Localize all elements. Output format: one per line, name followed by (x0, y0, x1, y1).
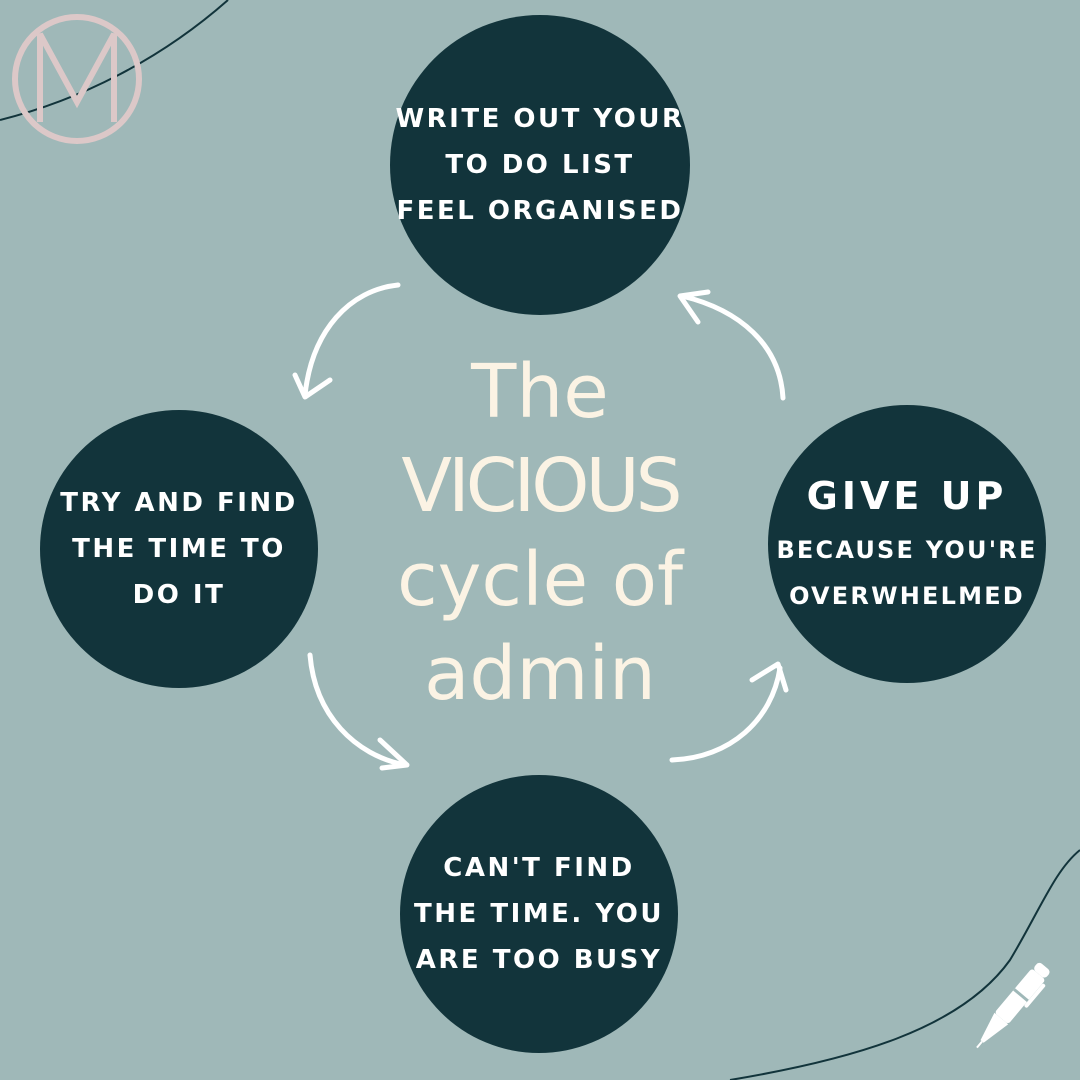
step-try-find-time: TRY AND FIND THE TIME TO DO IT (40, 410, 318, 688)
monogram-m-logo (12, 14, 142, 144)
step-text-line: ARE TOO BUSY (415, 945, 663, 975)
curved-arrow-icon (292, 282, 401, 400)
step-text-line: OVERWHELMED (789, 582, 1025, 610)
step-text-line: TO DO LIST (445, 150, 635, 180)
step-text-line: CAN'T FIND (443, 853, 635, 883)
step-text-line: WRITE OUT YOUR (395, 104, 685, 134)
step-heading: GIVE UP (806, 474, 1008, 518)
title-line: cycle of (396, 537, 684, 623)
curved-arrow-icon (677, 289, 786, 401)
top-left-curve (0, 0, 229, 121)
title-line: The (471, 349, 609, 435)
step-cant-find-time: CAN'T FIND THE TIME. YOU ARE TOO BUSY (400, 775, 678, 1053)
step-text-line: TRY AND FIND (60, 488, 298, 518)
curved-arrow-icon (669, 661, 789, 763)
curved-arrow-icon (307, 652, 410, 771)
step-text-line: THE TIME TO (72, 534, 286, 564)
step-text-line: THE TIME. YOU (414, 899, 664, 929)
pen-icon (976, 962, 1050, 1049)
step-text-line: BECAUSE YOU'RE (776, 536, 1038, 564)
bottom-right-curve (729, 849, 1080, 1080)
step-write-list: WRITE OUT YOUR TO DO LIST FEEL ORGANISED (390, 15, 690, 315)
step-give-up: GIVE UP BECAUSE YOU'RE OVERWHELMED (768, 405, 1046, 683)
step-text-line: DO IT (132, 580, 226, 610)
title-line: admin (424, 631, 656, 717)
diagram-title: The VICIOUS cycle of admin (340, 345, 740, 721)
step-text-line: FEEL ORGANISED (396, 196, 684, 226)
title-line: VICIOUS (401, 443, 682, 529)
